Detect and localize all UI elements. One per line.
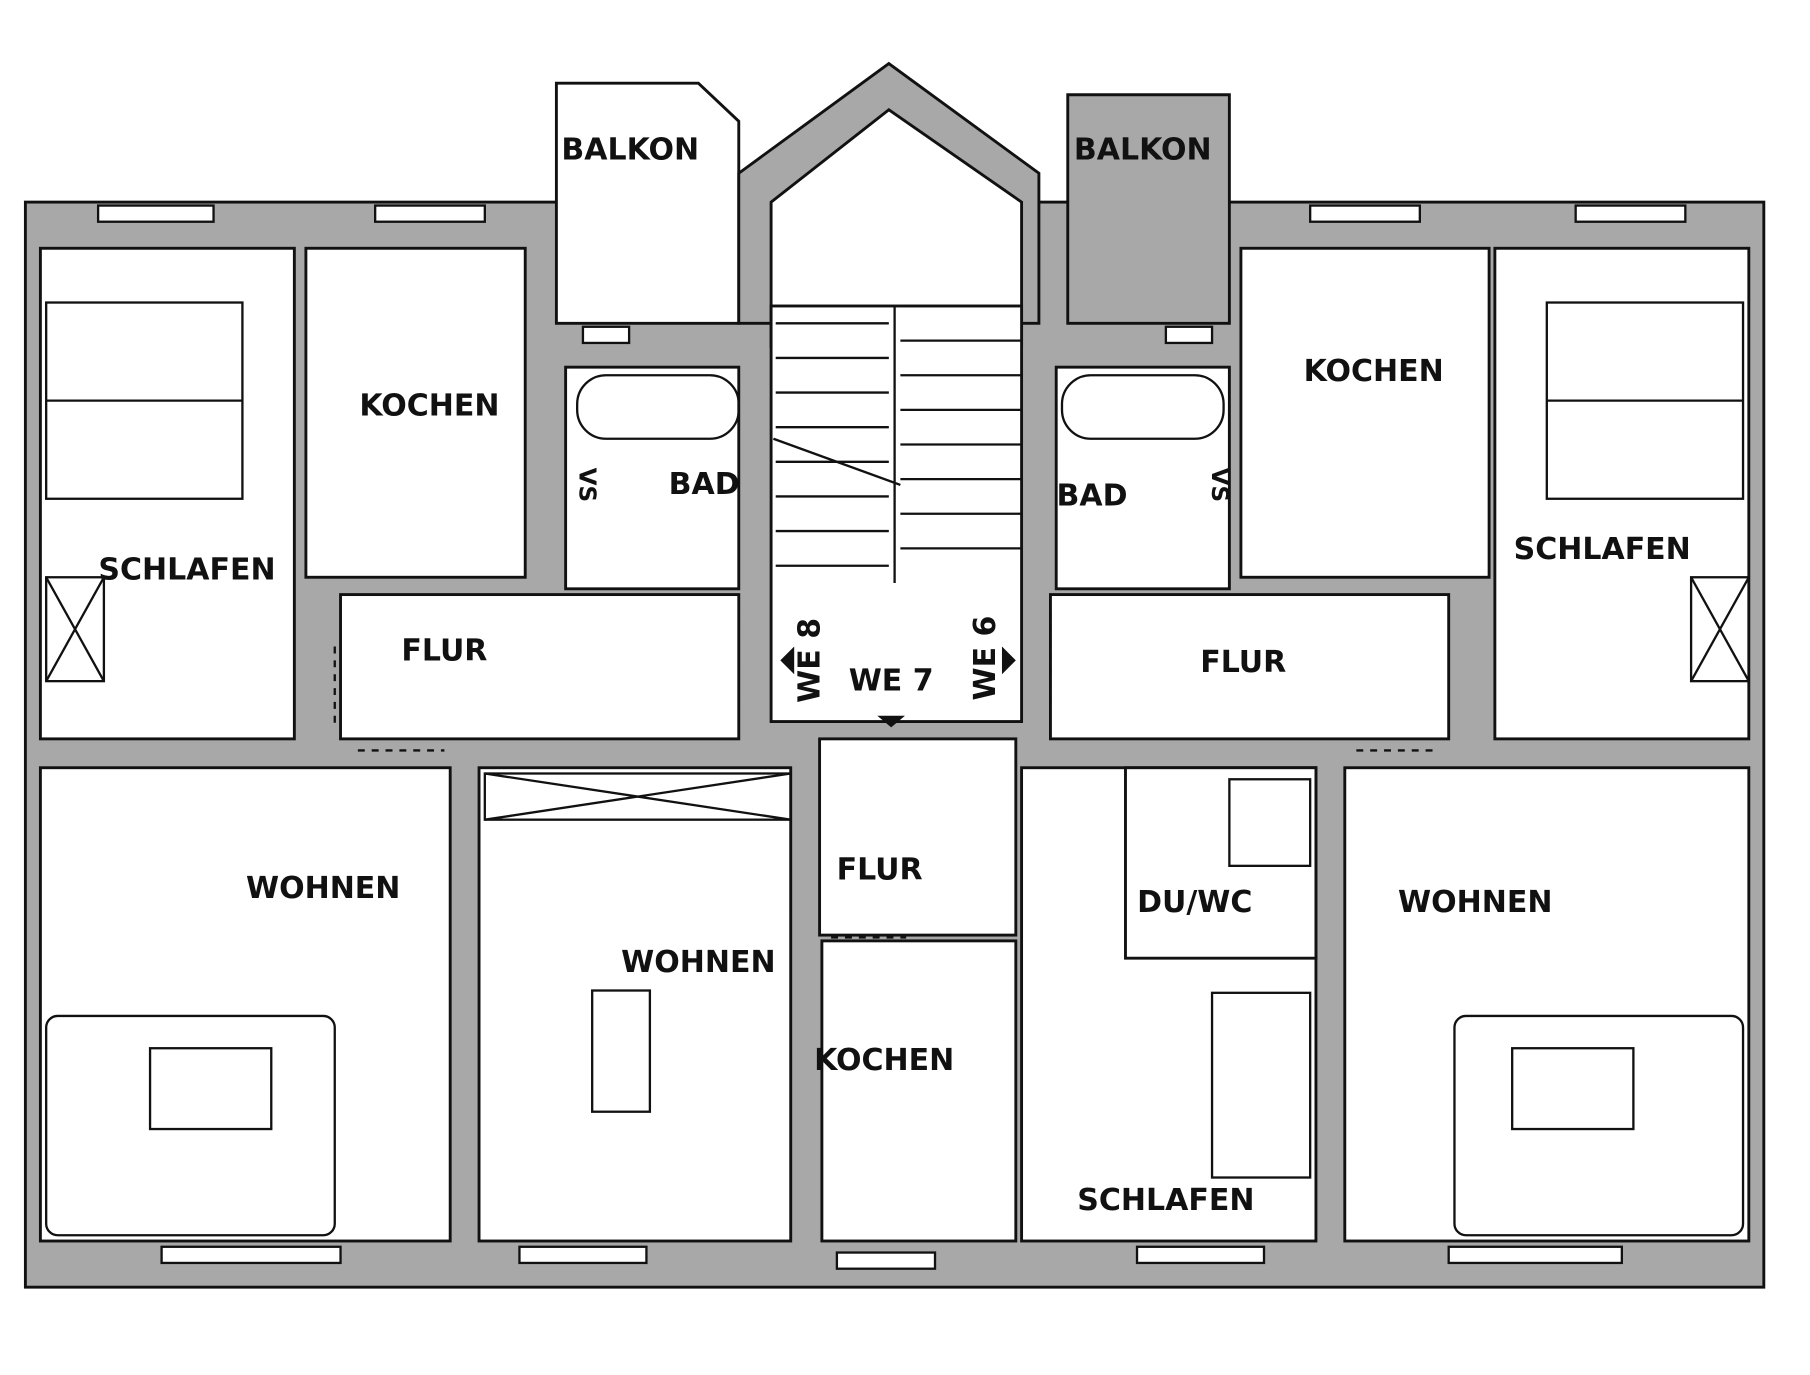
label-wohnen-right: WOHNEN (1398, 885, 1552, 920)
balcony-right (1066, 93, 1231, 325)
room-wohnen-mid (477, 766, 793, 1243)
arrow-we-6-icon (1001, 646, 1016, 675)
arrow-we-7-icon (877, 715, 905, 728)
label-kochen-mid: KOCHEN (814, 1043, 954, 1078)
label-bad-right: BAD (1057, 479, 1128, 514)
label-kochen-left: KOCHEN (359, 389, 499, 424)
room-bad-right (1054, 365, 1231, 591)
label-schlafen-right: SCHLAFEN (1514, 532, 1691, 567)
label-schlafen-mid: SCHLAFEN (1077, 1183, 1254, 1218)
label-flur-left: FLUR (401, 633, 487, 668)
furniture (45, 301, 1750, 1237)
label-du-wc: DU/WC (1137, 885, 1252, 920)
label-we-7: WE 7 (849, 663, 934, 698)
label-schlafen-left: SCHLAFEN (98, 553, 275, 588)
label-balkon-right: BALKON (1074, 132, 1212, 167)
room-kochen-mid (820, 939, 1018, 1243)
label-bad-left: BAD (669, 467, 740, 502)
room-schlafen-right (1493, 246, 1751, 741)
label-vs-right: VS (1206, 468, 1232, 502)
stair-treads (773, 304, 1022, 584)
label-wohnen-mid: WOHNEN (621, 945, 775, 980)
label-wohnen-left: WOHNEN (246, 871, 400, 906)
label-flur-right: FLUR (1200, 645, 1286, 680)
label-flur-mid: FLUR (837, 853, 923, 888)
room-schlafen-left (38, 246, 296, 741)
arrow-we-8-icon (780, 646, 795, 675)
balcony-left (554, 81, 741, 325)
room-flur-left (339, 593, 741, 741)
room-kochen-left (304, 246, 527, 579)
label-kochen-right: KOCHEN (1304, 354, 1444, 389)
label-we-6: WE 6 (968, 616, 1003, 701)
windows (96, 204, 1687, 1270)
label-we-8: WE 8 (793, 618, 828, 703)
room-flur-mid (818, 737, 1018, 937)
label-balkon-left: BALKON (561, 132, 699, 167)
label-vs-left: VS (573, 468, 599, 502)
door-openings (333, 600, 1450, 939)
room-bad-left (564, 365, 741, 591)
room-kochen-right (1239, 246, 1491, 579)
room-wohnen-right (1343, 766, 1751, 1243)
room-wohnen-left (38, 766, 452, 1243)
room-du-wc (1124, 766, 1318, 960)
